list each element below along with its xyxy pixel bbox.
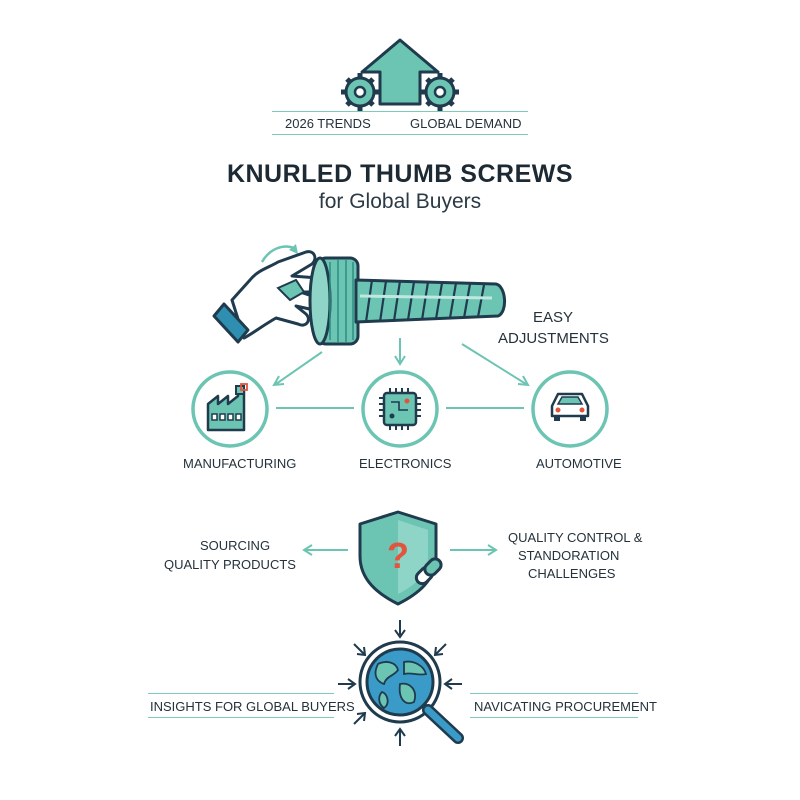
page-title: KNURLED THUMB SCREWS — [226, 160, 574, 188]
header-rule-top — [272, 111, 528, 112]
header-rule-bottom — [272, 134, 528, 135]
challenge-left-line2: QUALITY PRODUCTS — [164, 557, 296, 572]
page-subtitle: for Global Buyers — [318, 190, 482, 213]
challenge-left-line1: SOURCING — [200, 538, 271, 553]
challenge-right-line2: STANDORATION — [518, 548, 620, 563]
header-tag-trends: 2026 TRENDS — [285, 116, 371, 131]
feature-label-line1: EASY — [533, 309, 574, 326]
footer-left-label: INSIGHTS FOR GLOBAL BUYERS — [150, 699, 355, 714]
challenge-right-line1: QUALITY CONTROL & — [508, 530, 643, 545]
footer-left-rule-top — [148, 693, 334, 694]
header-tag-demand: GLOBAL DEMAND — [410, 116, 522, 131]
industry-label-manufacturing: MANUFACTURING — [183, 456, 297, 471]
industry-label-electronics: ELECTRONICS — [359, 456, 452, 471]
footer-right-rule-top — [470, 693, 638, 694]
industry-label-automotive: AUTOMOTIVE — [536, 456, 622, 471]
svg-text:?: ? — [387, 535, 409, 576]
footer-right-rule-bottom — [470, 717, 638, 718]
feature-label-line2: ADJUSTMENTS — [498, 330, 609, 347]
challenge-right-line3: CHALLENGES — [528, 566, 616, 581]
footer-right-label: NAVICATING PROCUREMENT — [474, 699, 657, 714]
footer-left-rule-bottom — [148, 717, 334, 718]
